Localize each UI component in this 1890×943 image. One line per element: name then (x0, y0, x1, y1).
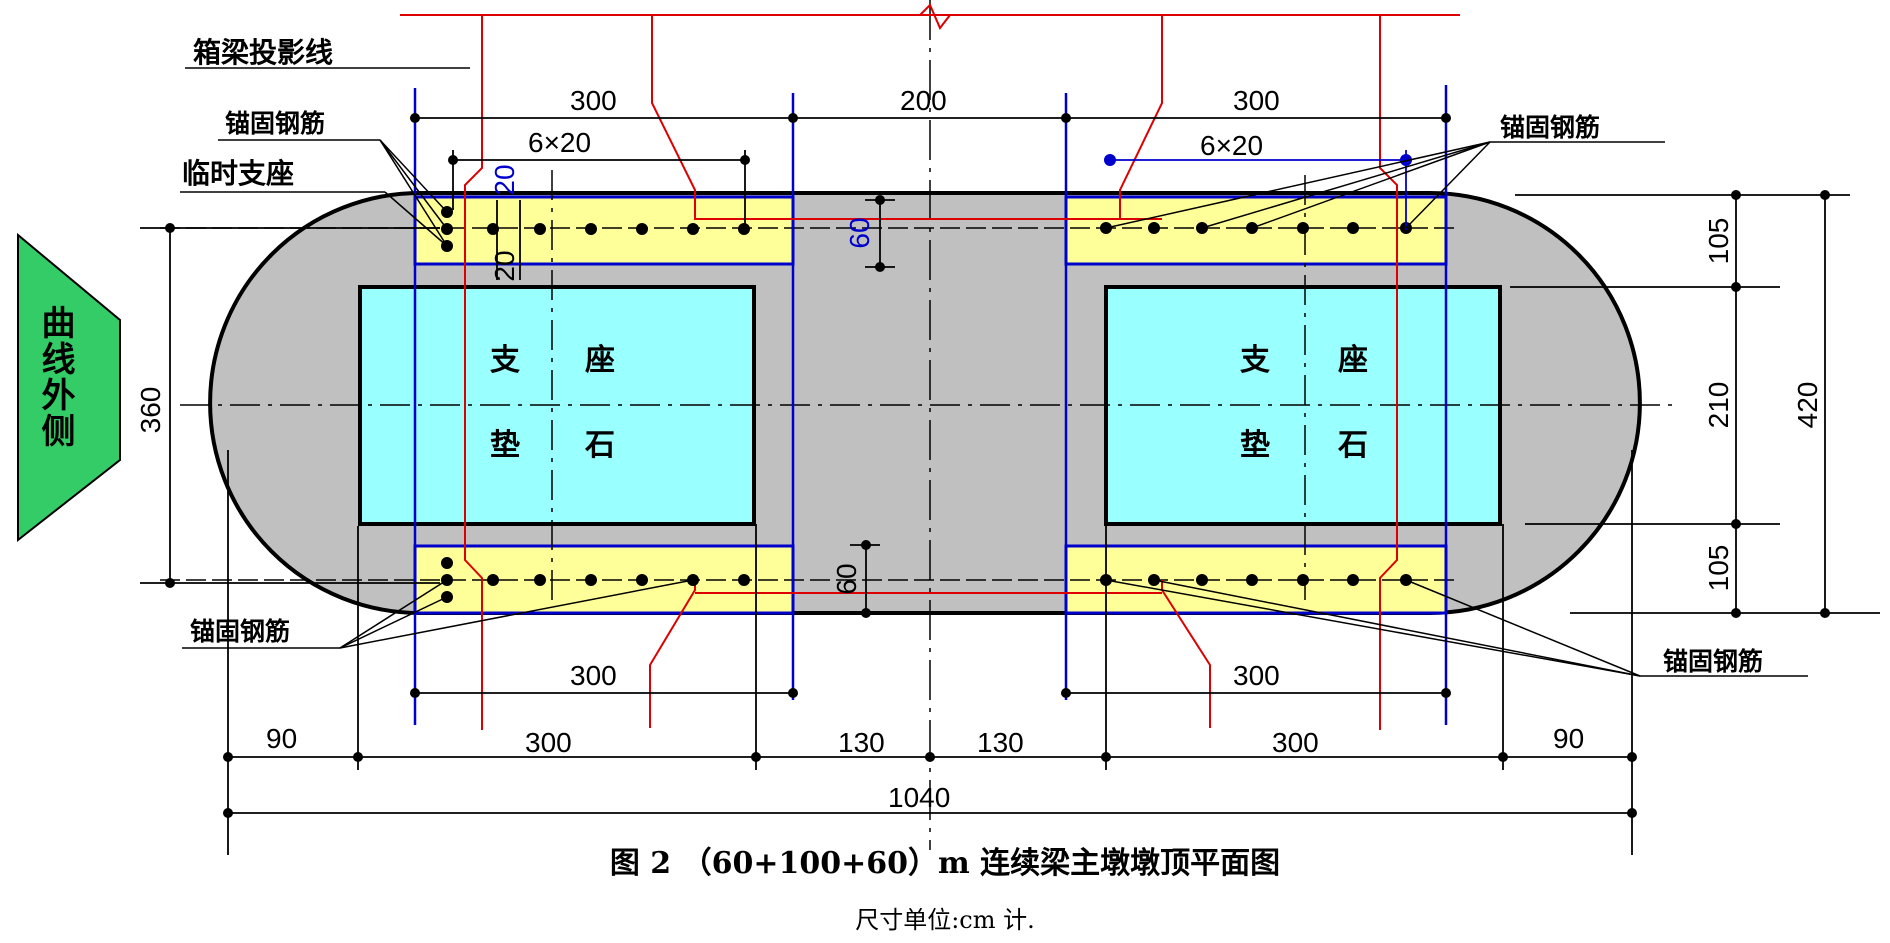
dimension-ticks (165, 113, 1830, 818)
box-girder-projection-lines (400, 3, 1460, 730)
blue-dim-dot-left (1104, 154, 1116, 166)
dim-6x20-right: 6×20 (1200, 130, 1263, 161)
pad-right-char-2: 座 (1338, 343, 1368, 378)
label-temp-bearing: 临时支座 (182, 157, 294, 190)
leader-lines (180, 67, 1808, 677)
dim-small-60-b: 60 (831, 563, 862, 594)
pad-right-char-3: 垫 (1240, 428, 1270, 463)
dim-bot-90-right: 90 (1553, 723, 1584, 754)
dim-bot-300-b: 300 (1272, 727, 1319, 758)
pad-left-char-1: 支 (490, 343, 520, 378)
dim-right-105-bot: 105 (1703, 545, 1734, 592)
dim-small-60-a: 60 (844, 217, 875, 248)
label-anchor-bar-bottom-left: 锚固钢筋 (190, 617, 290, 646)
dim-bot-130-a: 130 (838, 727, 885, 758)
dim-bot-300-right: 300 (1233, 660, 1280, 691)
dim-top-200: 200 (900, 85, 947, 116)
figure-caption: 图 2 （60+100+60）m 连续梁主墩墩顶平面图 (609, 846, 1281, 881)
dim-small-20-a: 20 (489, 164, 520, 195)
label-box-girder-projection: 箱梁投影线 (193, 36, 333, 69)
dim-left-360: 360 (135, 387, 166, 434)
temp-bearing-top-left (413, 195, 795, 266)
blue-dim-dot-right (1400, 154, 1412, 166)
dim-top-300-left: 300 (570, 85, 617, 116)
dim-total-1040: 1040 (888, 782, 950, 813)
label-anchor-bar-top-left: 锚固钢筋 (225, 109, 325, 138)
dim-right-105-top: 105 (1703, 218, 1734, 265)
pad-right-char-4: 石 (1337, 428, 1368, 463)
label-anchor-bar-top-right: 锚固钢筋 (1500, 113, 1600, 142)
label-anchor-bar-bottom-right: 锚固钢筋 (1663, 647, 1763, 676)
dim-bot-90-left: 90 (266, 723, 297, 754)
dim-bot-300-a: 300 (525, 727, 572, 758)
dim-bot-300-left: 300 (570, 660, 617, 691)
unit-note: 尺寸单位:cm 计. (855, 906, 1035, 934)
dim-right-210: 210 (1703, 382, 1734, 429)
dim-top-300-right: 300 (1233, 85, 1280, 116)
pad-left-char-2: 座 (585, 343, 615, 378)
anchor-bars (441, 206, 1412, 603)
pad-right-char-1: 支 (1240, 343, 1270, 378)
label-curve-outer-side: 曲线外侧 (35, 305, 75, 449)
pad-left-char-4: 石 (584, 428, 615, 463)
dim-bot-130-b: 130 (977, 727, 1024, 758)
pad-left-char-3: 垫 (490, 428, 520, 463)
curve-outer-side-arrow (17, 232, 121, 543)
dim-right-420: 420 (1792, 382, 1823, 429)
dim-small-20-b: 20 (489, 250, 520, 281)
dim-6x20-left: 6×20 (528, 127, 591, 158)
